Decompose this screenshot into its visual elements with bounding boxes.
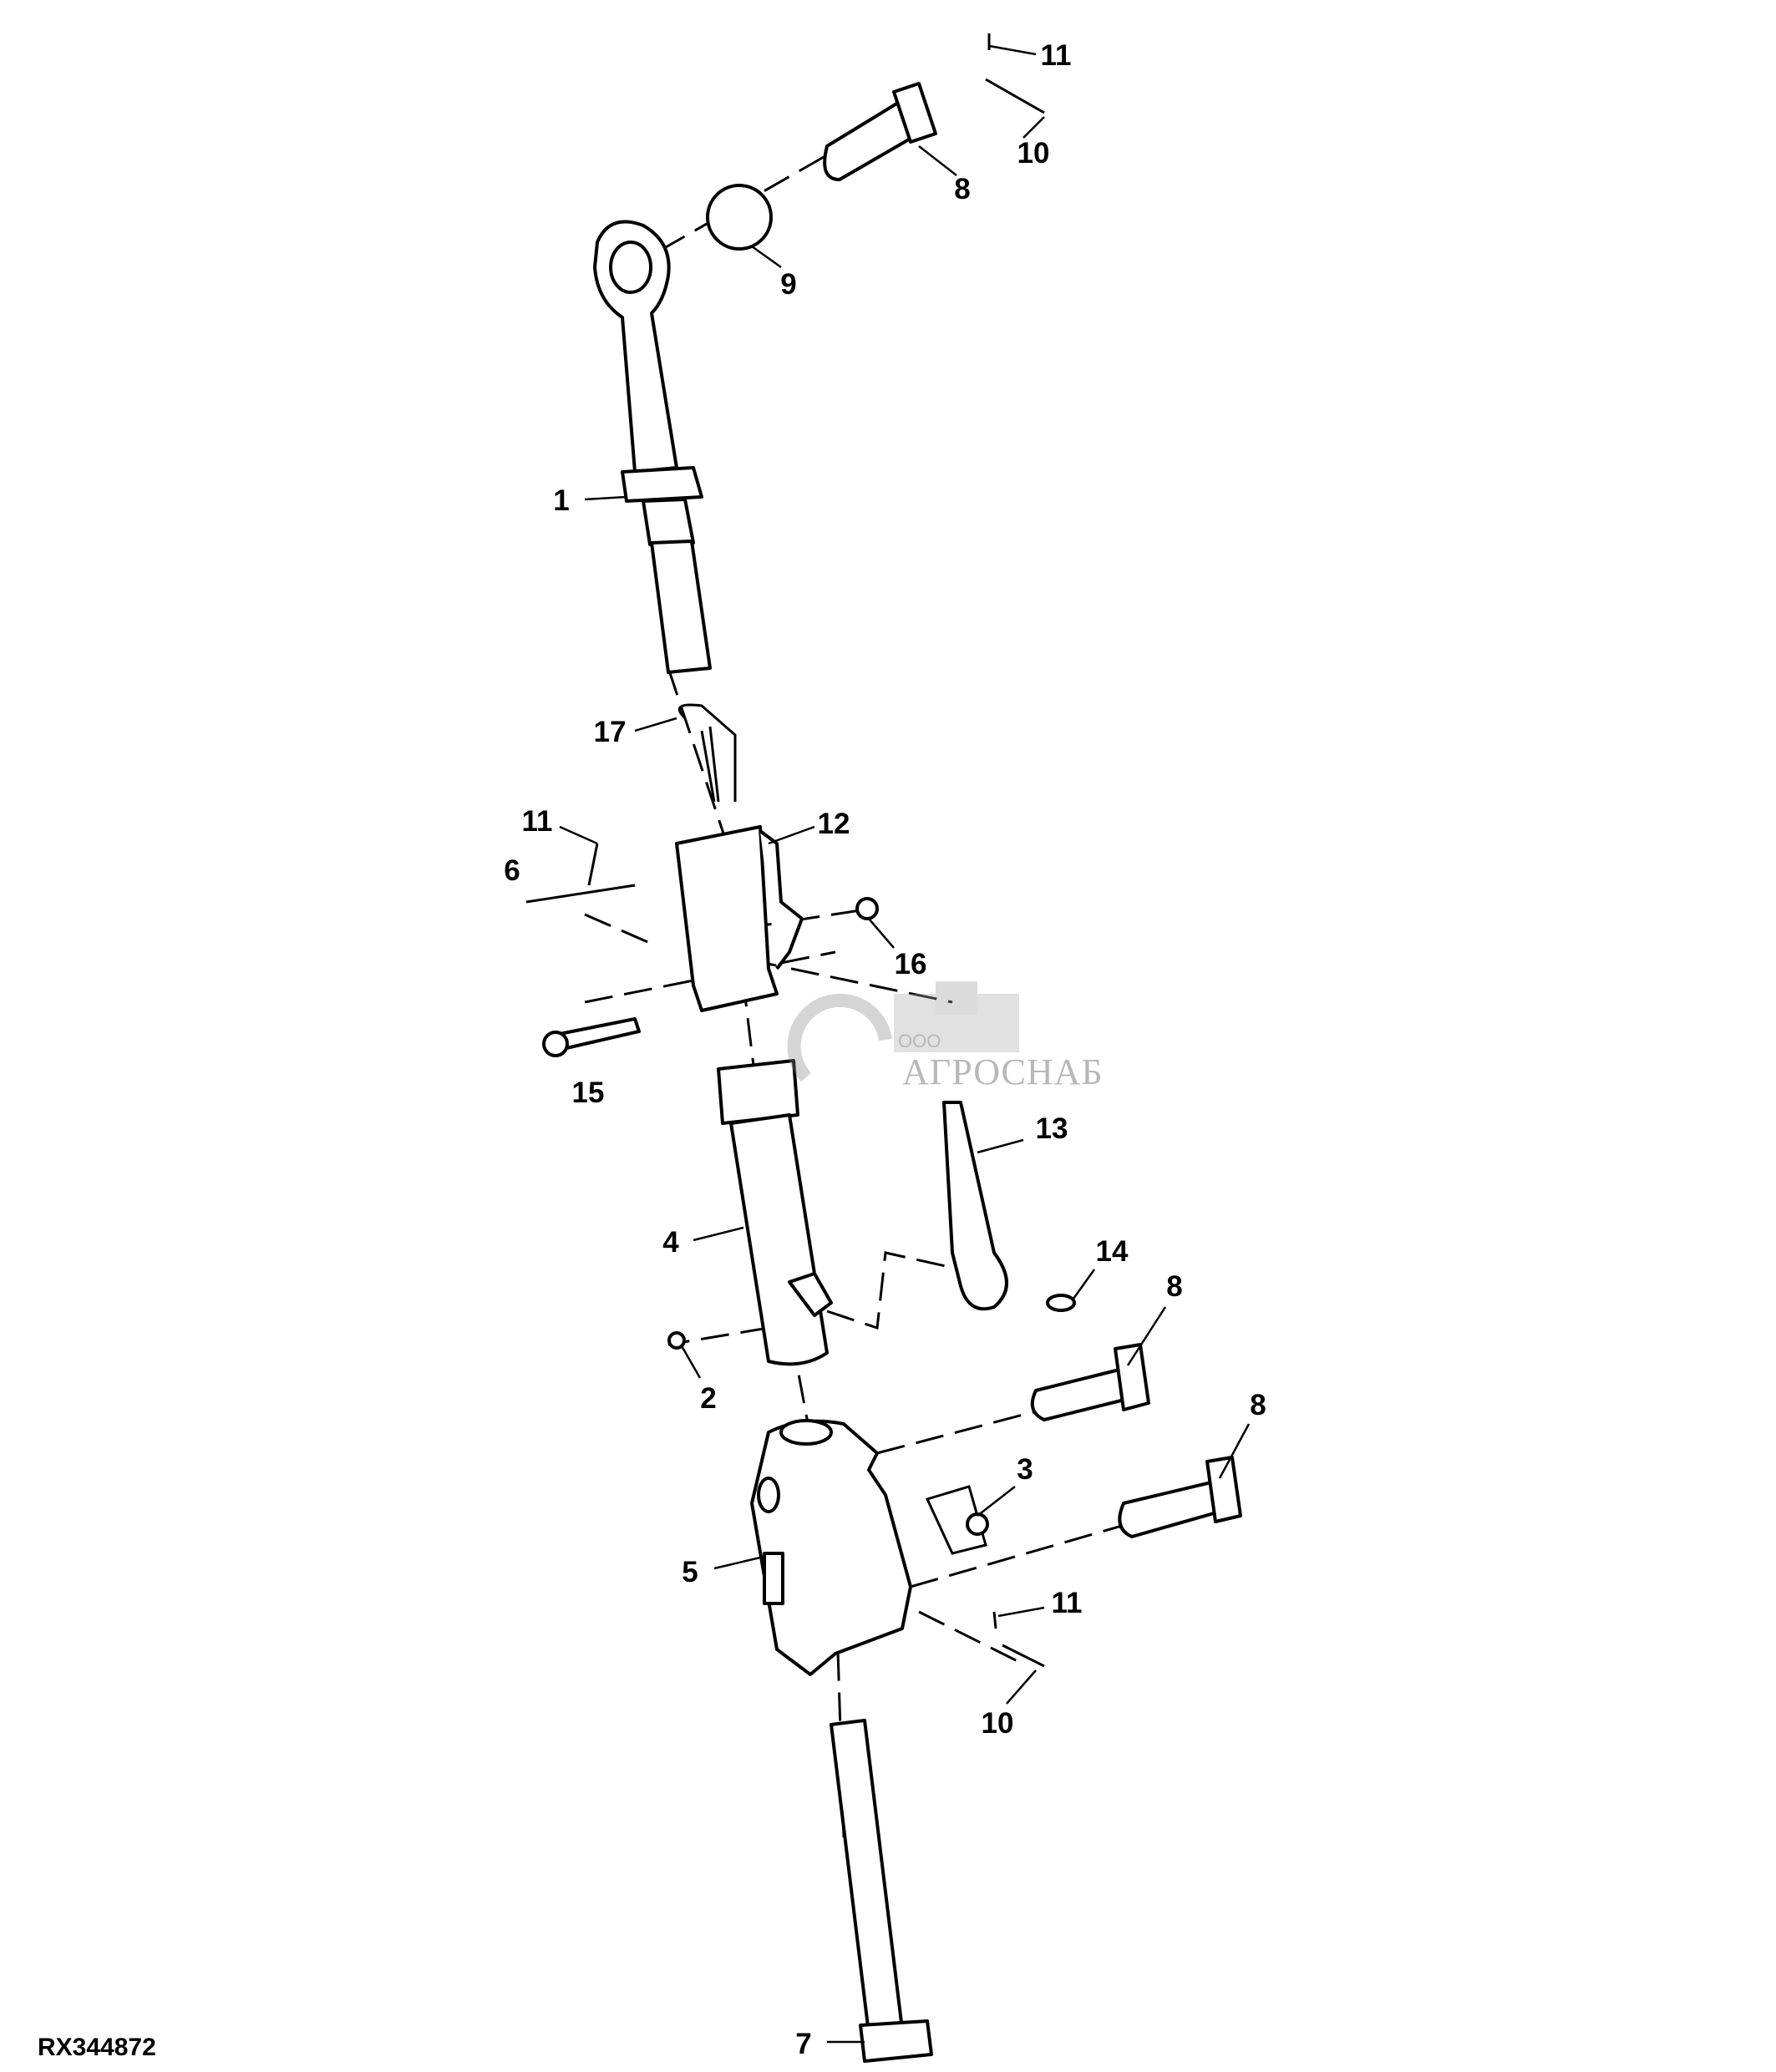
- leader-lines: [559, 44, 1251, 2044]
- axis-line: [751, 909, 861, 929]
- callout-3: 3: [1017, 1453, 1033, 1486]
- callout-13: 13: [1035, 1112, 1068, 1145]
- part-10-pin: [985, 78, 1045, 114]
- callout-8: 8: [1250, 1389, 1266, 1421]
- part-9-ball: [706, 184, 773, 251]
- callout-16: 16: [894, 948, 927, 980]
- part-11-cotter: [992, 1611, 997, 1629]
- part-8-pin: [1030, 1368, 1129, 1421]
- part-10-pin: [1002, 1644, 1045, 1668]
- callout-7: 7: [795, 2028, 812, 2060]
- callout-1: 1: [553, 484, 570, 517]
- part-16-nut: [855, 897, 879, 920]
- callout-8: 8: [1166, 1270, 1183, 1303]
- pin-head: [966, 1512, 989, 1536]
- part-13-handle: [942, 1101, 1008, 1311]
- callout-11: 11: [1051, 1587, 1083, 1619]
- part-11-cotter: [587, 843, 599, 886]
- part-3-lynch-pin: [925, 1485, 987, 1555]
- callout-10: 10: [981, 1707, 1014, 1740]
- part-1-link-end: [593, 220, 712, 674]
- part-2-nipple: [667, 1331, 686, 1350]
- axis-line: [918, 1610, 1020, 1664]
- pin-head: [1205, 1456, 1242, 1523]
- axis-line: [826, 1251, 962, 1330]
- callout-9: 9: [780, 268, 797, 301]
- axis-line: [910, 1522, 1129, 1588]
- callout-8: 8: [954, 173, 971, 205]
- callout-5: 5: [682, 1556, 698, 1588]
- callout-11: 11: [521, 805, 553, 838]
- callout-17: 17: [593, 716, 627, 748]
- part-4-tube: [717, 1059, 833, 1366]
- watermark-company-name: АГРОСНАБ: [902, 1051, 1104, 1092]
- part-8-pin: [1118, 1481, 1221, 1538]
- figure-code: RX344872: [38, 2034, 156, 2061]
- pin-head: [1114, 1343, 1150, 1411]
- axis-line: [876, 1410, 1037, 1455]
- watermark-prefix: ООО: [898, 1031, 941, 1051]
- callout-12: 12: [817, 808, 850, 840]
- callout-4: 4: [662, 1226, 679, 1259]
- callout-11: 11: [1040, 39, 1072, 72]
- callout-14: 14: [1095, 1235, 1129, 1268]
- part-12-bracket: [675, 825, 804, 1012]
- axis-line: [751, 959, 953, 1004]
- part-17-clip: [677, 703, 737, 803]
- callout-15: 15: [571, 1077, 605, 1109]
- callout-2: 2: [700, 1382, 717, 1415]
- part-5-clevis: [750, 1419, 912, 1676]
- watermark-logo: [787, 981, 1019, 1082]
- part-7-bolt: [830, 1719, 933, 2063]
- part-8-pin: [823, 82, 937, 181]
- callout-6: 6: [504, 854, 520, 887]
- axis-line: [584, 913, 652, 945]
- part-14-ring: [1046, 1294, 1076, 1312]
- bolt-head: [542, 1031, 569, 1057]
- part-6-pin: [525, 884, 636, 904]
- callout-10: 10: [1017, 137, 1050, 170]
